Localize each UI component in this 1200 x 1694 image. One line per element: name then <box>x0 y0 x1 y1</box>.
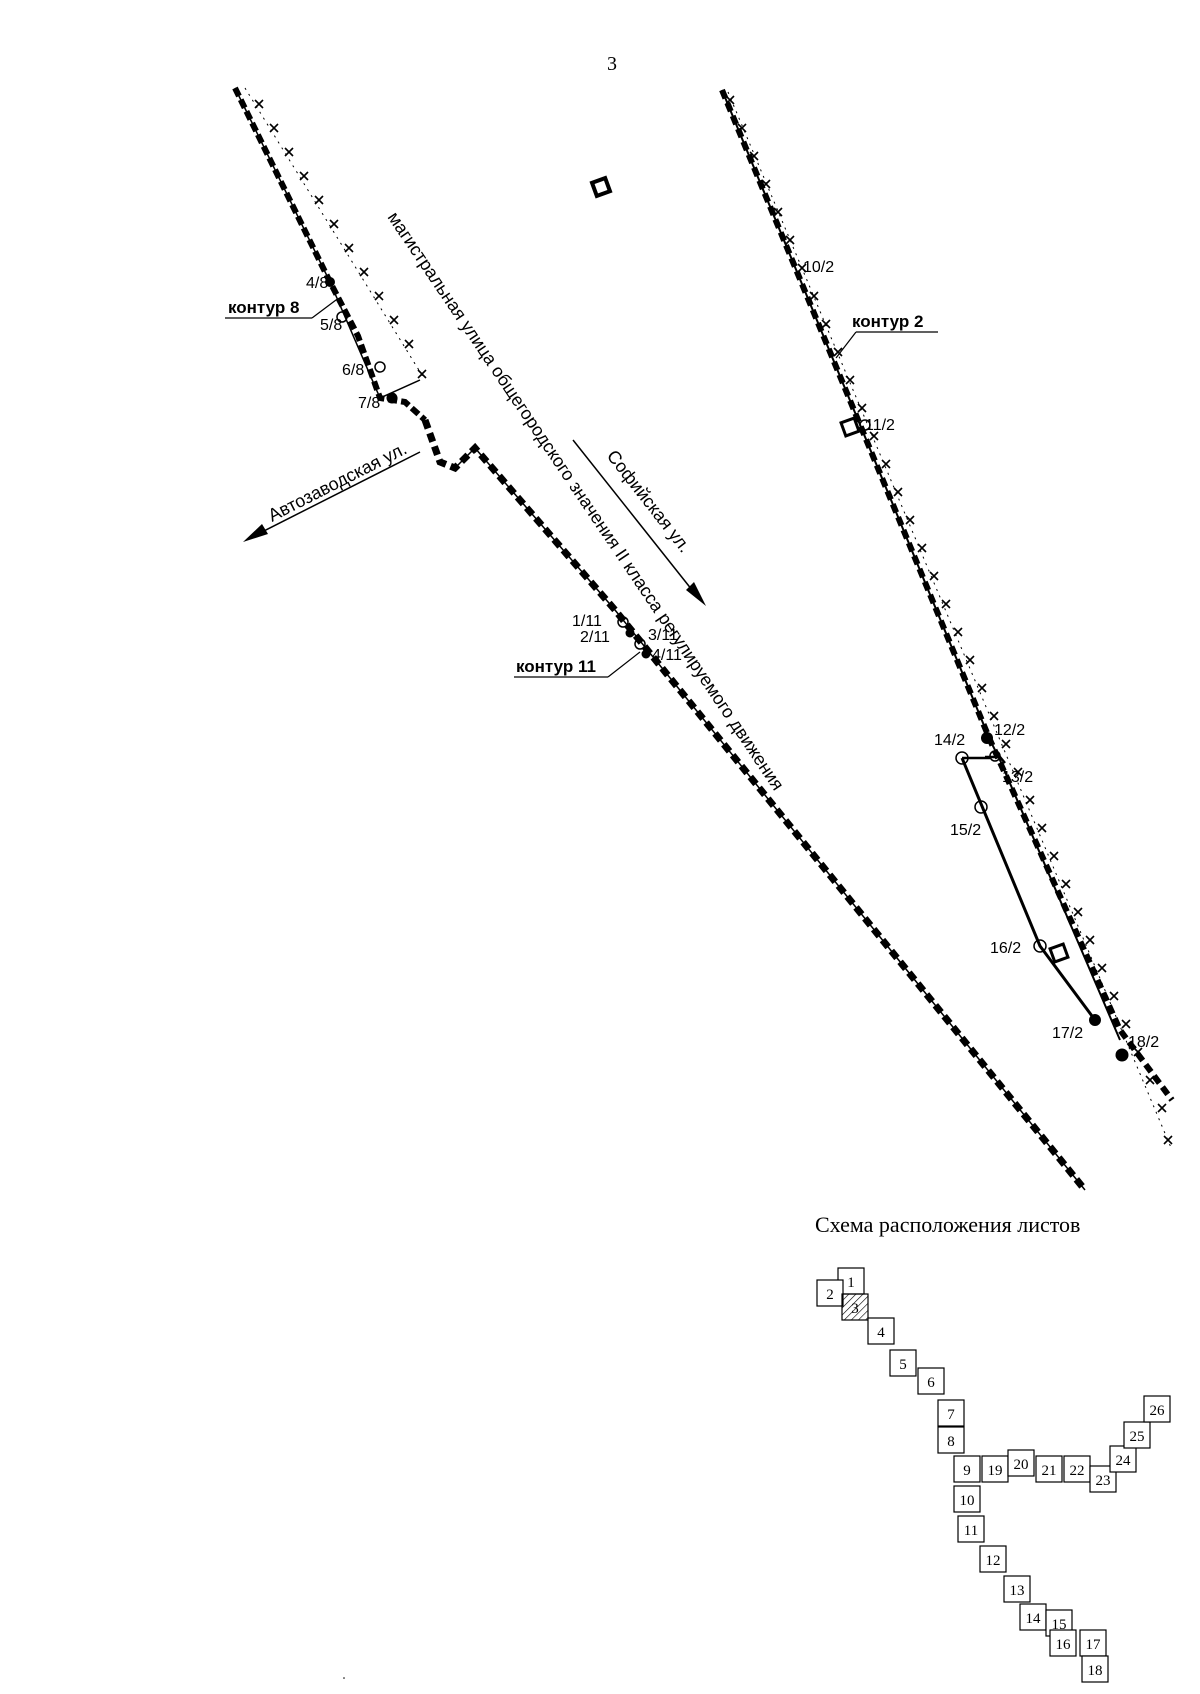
scheme-tile-label: 21 <box>1042 1463 1057 1479</box>
fence-x-marks-left <box>254 99 427 379</box>
scheme-tile-label: 4 <box>877 1325 885 1341</box>
scheme-tile-label: 26 <box>1150 1403 1166 1419</box>
scheme-tile-label: 10 <box>960 1493 975 1509</box>
scheme-tile-label: 24 <box>1116 1453 1132 1469</box>
scheme-tile-24: 24 <box>1109 1445 1137 1473</box>
scheme-tile-13: 13 <box>1003 1575 1031 1603</box>
scheme-tile-label: 22 <box>1070 1463 1085 1479</box>
scheme-tile-label: 1 <box>847 1275 855 1291</box>
scheme-tile-26: 26 <box>1143 1395 1171 1423</box>
scheme-tile-21: 21 <box>1035 1455 1063 1483</box>
point-label-13-2: 13/2 <box>1002 769 1033 786</box>
scheme-tile-label: 18 <box>1088 1663 1103 1679</box>
building-square <box>589 175 613 199</box>
contour-11-boundary <box>421 418 1088 1193</box>
point-label-3-11: 3/11 <box>648 627 678 644</box>
scheme-tile-label: 14 <box>1026 1611 1042 1627</box>
scheme-tile-label: 11 <box>964 1523 978 1539</box>
scheme-tile-label: 23 <box>1096 1473 1111 1489</box>
scheme-tile-3: 3 <box>841 1293 869 1321</box>
scheme-tile-6: 6 <box>917 1367 945 1395</box>
contour-11-callout: контур 11 <box>514 651 641 678</box>
scheme-tile-2: 2 <box>816 1279 844 1307</box>
scheme-tile-25: 25 <box>1123 1421 1151 1449</box>
fence-x-marks-right <box>725 95 1173 1145</box>
point-label-15-2: 15/2 <box>950 822 981 839</box>
avtozavodskaya-street: Автозаводская ул. <box>243 438 421 542</box>
scheme-tile-label: 2 <box>826 1287 834 1303</box>
point-label-14-2: 14/2 <box>934 732 965 749</box>
point-label-16-2: 16/2 <box>990 940 1021 957</box>
scheme-tile-label: 19 <box>988 1463 1003 1479</box>
point-label-10-2: 10/2 <box>803 259 834 276</box>
scheme-tile-label: 17 <box>1086 1637 1102 1653</box>
point-label-4-8: 4/8 <box>306 275 328 292</box>
scheme-tile-label: 7 <box>947 1407 955 1423</box>
scheme-tile-22: 22 <box>1063 1455 1091 1483</box>
scheme-tile-label: 16 <box>1056 1637 1072 1653</box>
scheme-tile-8: 8 <box>937 1426 965 1454</box>
scheme-tile-label: 3 <box>851 1301 859 1317</box>
scheme-tile-5: 5 <box>889 1349 917 1377</box>
scheme-title: Схема расположения листов <box>815 1212 1080 1237</box>
point-label-17-2: 17/2 <box>1052 1025 1083 1042</box>
magistral-street-label: магистральная улица общегородского значе… <box>384 208 788 794</box>
scheme-tile-label: 8 <box>947 1434 955 1450</box>
page-number: 3 <box>607 53 617 75</box>
contour-2-label: контур 2 <box>852 312 923 331</box>
contour-2-callout: контур 2 <box>835 312 938 359</box>
scheme-tile-label: 13 <box>1010 1583 1025 1599</box>
point-label-6-8: 6/8 <box>342 362 364 379</box>
scheme-tile-11: 11 <box>957 1515 985 1543</box>
point-label-2-11: 2/11 <box>580 629 610 646</box>
contour-8-boundary <box>232 86 428 423</box>
stray-dot <box>343 1677 345 1679</box>
scheme-tile-10: 10 <box>953 1485 981 1513</box>
point-label-7-8: 7/8 <box>358 395 380 412</box>
point-label-4-11: 4/11 <box>652 647 682 664</box>
point-label-18-2: 18/2 <box>1128 1034 1159 1051</box>
scheme-tile-14: 14 <box>1019 1603 1047 1631</box>
scheme-tile-17: 17 <box>1079 1629 1107 1657</box>
scheme-tile-label: 6 <box>927 1375 935 1391</box>
contour-11-label: контур 11 <box>516 657 596 676</box>
avtozavodskaya-label: Автозаводская ул. <box>265 438 410 525</box>
scheme-tile-label: 12 <box>986 1553 1001 1569</box>
scheme-tile-9: 9 <box>953 1455 981 1483</box>
scheme-tile-label: 20 <box>1014 1457 1029 1473</box>
scheme-tile-23: 23 <box>1089 1465 1117 1493</box>
scheme-tile-19: 19 <box>981 1455 1009 1483</box>
scheme-tile-4: 4 <box>867 1317 895 1345</box>
contour-2-boundary <box>719 88 1175 1151</box>
contour-8-label: контур 8 <box>228 298 299 317</box>
scheme-tile-7: 7 <box>937 1399 965 1427</box>
point-label-5-8: 5/8 <box>320 317 342 334</box>
scheme-tile-label: 15 <box>1052 1617 1067 1633</box>
contour-8-callout: контур 8 <box>225 298 337 319</box>
scheme-tile-label: 9 <box>963 1463 971 1479</box>
scheme-tile-label: 5 <box>899 1357 907 1373</box>
scheme-tile-label: 25 <box>1130 1429 1145 1445</box>
point-label-1-11: 1/11 <box>572 613 602 630</box>
scheme-tile-18: 18 <box>1081 1655 1109 1683</box>
scheme-tile-20: 20 <box>1007 1449 1035 1477</box>
point-label-11-2: 11/2 <box>865 417 895 434</box>
scheme-tile-16: 16 <box>1049 1629 1077 1657</box>
scheme-tile-12: 12 <box>979 1545 1007 1573</box>
point-label-12-2: 12/2 <box>994 722 1025 739</box>
